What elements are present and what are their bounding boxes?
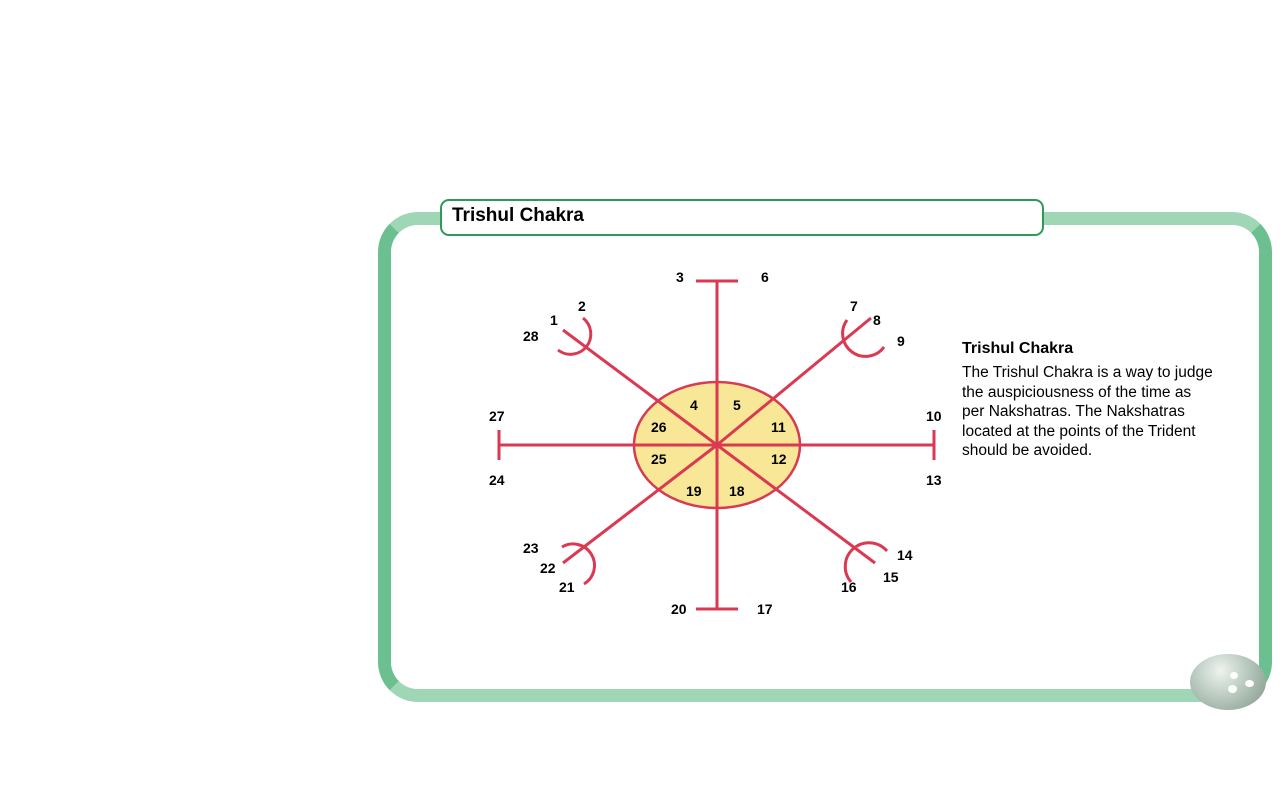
label-8: 8 [873,312,881,328]
label-4: 4 [690,397,698,413]
page-title: Trishul Chakra [452,205,584,226]
label-19: 19 [686,483,702,499]
label-20: 20 [671,601,687,617]
description-line: located at the points of the Trident [962,422,1196,440]
content-frame [378,212,1272,702]
label-26: 26 [651,419,667,435]
decorative-ball-icon [1190,654,1266,710]
label-17: 17 [757,601,773,617]
description-line: The Trishul Chakra is a way to judge [962,364,1213,381]
diagonal-lower-left [562,443,718,565]
label-7: 7 [850,298,858,314]
label-13: 13 [926,472,942,488]
label-14: 14 [897,547,913,563]
description-body: The Trishul Chakra is a way to judge the… [962,363,1216,461]
label-9: 9 [897,333,905,349]
label-25: 25 [651,451,667,467]
label-21: 21 [559,579,575,595]
title-bar: Trishul Chakra [440,199,1044,236]
label-22: 22 [540,560,556,576]
description-panel: Trishul Chakra The Trishul Chakra is a w… [962,340,1216,461]
description-line: per Nakshatras. The Nakshatras [962,403,1185,420]
label-6: 6 [761,269,769,285]
label-11: 11 [771,419,786,435]
trident-arc-upper-right [841,319,886,358]
label-2: 2 [578,298,586,314]
description-line: the auspiciousness of the time as [962,383,1192,401]
description-line: should be avoided. [962,442,1093,459]
inner-labels: 4 5 11 12 18 19 25 26 [651,397,787,499]
trident-arc-upper-left [557,316,593,356]
label-15: 15 [883,569,899,585]
label-1: 1 [550,312,558,328]
label-28: 28 [523,328,539,344]
description-title: Trishul Chakra [962,340,1074,357]
label-12: 12 [771,451,787,467]
trident-arc-lower-right [843,541,889,583]
outer-labels: 1 2 3 6 7 8 9 10 13 14 15 16 17 20 21 22… [489,269,942,617]
label-16: 16 [841,579,857,595]
diagonal-upper-left [562,328,718,447]
label-5: 5 [733,397,741,413]
label-24: 24 [489,472,505,488]
diagonal-lower-right [716,443,876,565]
label-18: 18 [729,483,745,499]
label-3: 3 [676,269,684,285]
label-23: 23 [523,540,539,556]
trident-arc-lower-left [561,542,597,586]
label-10: 10 [926,408,942,424]
label-27: 27 [489,408,505,424]
diagonal-upper-right [716,316,872,447]
